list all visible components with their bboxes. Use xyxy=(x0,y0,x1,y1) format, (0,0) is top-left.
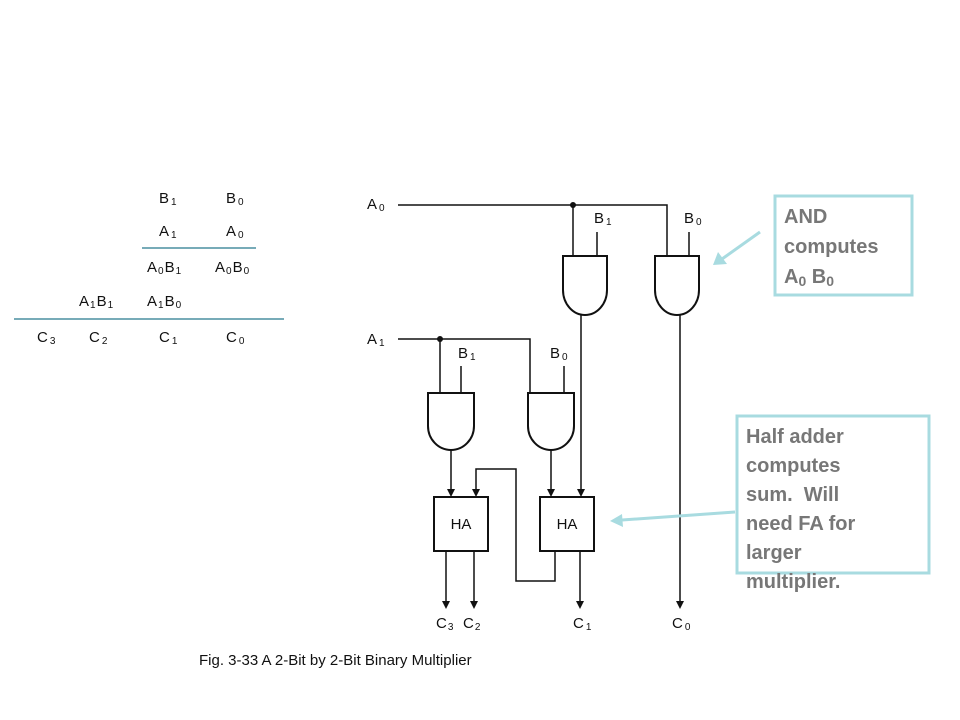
and-gate-a1b0 xyxy=(527,392,575,451)
arrow-a1b1-to-ha-left xyxy=(447,489,455,497)
arrow-carry-to-ha-left xyxy=(472,489,480,497)
junction-a0 xyxy=(570,202,576,208)
callout-and-box xyxy=(773,194,914,297)
junction-a1 xyxy=(437,336,443,342)
arrow-out-c3 xyxy=(442,601,450,609)
half-adder-left-label: HA xyxy=(451,516,472,533)
arrow-out-c2 xyxy=(470,601,478,609)
arrow-a1b0-to-ha-right xyxy=(547,489,555,497)
half-adder-left xyxy=(433,496,489,552)
table-a1b0: A1B0 xyxy=(147,293,182,311)
wire-carry-right-to-ha-left xyxy=(475,468,556,582)
callout-ha-line1: Half adder xyxy=(746,426,844,448)
callout-ha-pointer xyxy=(621,510,736,522)
callout-and-line2: computes xyxy=(784,236,878,258)
and-gate-a1b1 xyxy=(427,392,475,451)
table-a0b0: A0B0 xyxy=(215,259,250,277)
and-gate-a0b0 xyxy=(654,255,700,316)
figure-caption: Fig. 3-33 A 2-Bit by 2-Bit Binary Multip… xyxy=(199,652,472,669)
arrow-out-c0 xyxy=(676,601,684,609)
callout-and-line3: A0 B0 xyxy=(784,266,834,289)
wire-a0 xyxy=(398,204,668,262)
half-adder-right xyxy=(539,496,595,552)
output-c2-label: C2 xyxy=(463,615,481,633)
callout-ha-pointer-head xyxy=(610,514,623,527)
callout-ha-line6: multiplier. xyxy=(746,571,840,593)
callout-and-pointer xyxy=(721,230,761,261)
callout-ha-line3: sum. Will xyxy=(746,484,839,506)
half-adder-right-label: HA xyxy=(557,516,578,533)
arrow-a0b1-to-ha-right xyxy=(577,489,585,497)
callout-ha: Half adder computes sum. Will need FA fo… xyxy=(610,414,931,593)
arrow-out-c1 xyxy=(576,601,584,609)
table-a0b1: A0B1 xyxy=(147,259,182,277)
callout-ha-line2: computes xyxy=(746,455,840,477)
callout-and: AND computes A0 B0 xyxy=(713,194,914,297)
callout-ha-line5: larger xyxy=(746,542,802,564)
and-gate-a0b1 xyxy=(562,255,608,316)
callout-ha-box xyxy=(735,414,931,575)
output-c3-label: C3 xyxy=(436,615,454,633)
table-a1b1: A1B1 xyxy=(79,293,114,311)
callout-and-line1: AND xyxy=(784,206,827,228)
callout-ha-line4: need FA for xyxy=(746,513,855,535)
callout-and-pointer-head xyxy=(713,252,727,265)
